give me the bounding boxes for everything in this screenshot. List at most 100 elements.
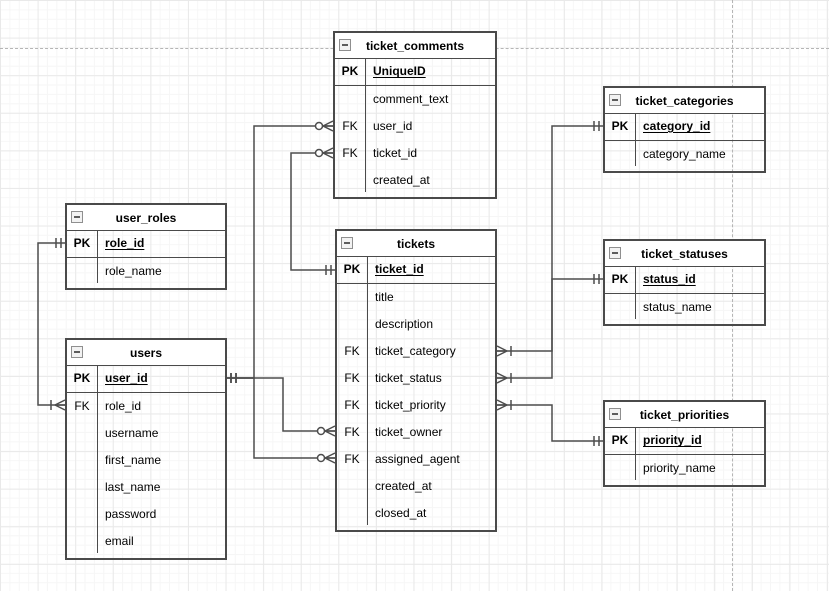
relationship-users.role_id-user_roles.role_id[interactable] — [37, 242, 65, 406]
key-badge — [67, 501, 97, 528]
relationship-users.user_id-ticket_comments.user_id[interactable] — [227, 125, 333, 379]
table-header[interactable]: user_roles — [67, 205, 225, 231]
field-row-role_name[interactable]: role_name — [67, 258, 225, 285]
field-name: ticket_owner — [375, 425, 443, 439]
field-name: description — [375, 317, 434, 331]
collapse-icon[interactable] — [71, 346, 83, 358]
table-header[interactable]: users — [67, 340, 225, 366]
field-row-created_at[interactable]: created_at — [337, 473, 495, 500]
table-title: ticket_categories — [635, 93, 734, 108]
field-row-password[interactable]: password — [67, 501, 225, 528]
relationship-users.user_id-tickets.ticket_owner[interactable] — [227, 377, 335, 432]
table-header[interactable]: tickets — [337, 231, 495, 257]
collapse-icon[interactable] — [609, 408, 621, 420]
key-badge: FK — [344, 371, 360, 385]
column-divider — [635, 114, 636, 166]
key-badge: PK — [611, 119, 629, 133]
column-divider — [97, 231, 98, 283]
field-row-ticket_owner[interactable]: FK ticket_owner — [337, 419, 495, 446]
field-row-category_name[interactable]: category_name — [605, 141, 764, 168]
relationship-users.user_id-tickets.assigned_agent[interactable] — [227, 377, 335, 459]
collapse-icon[interactable] — [341, 237, 353, 249]
table-header[interactable]: ticket_categories — [605, 88, 764, 114]
key-badge: FK — [342, 119, 358, 133]
collapse-icon[interactable] — [609, 94, 621, 106]
key-badge — [67, 420, 97, 447]
field-row-comment_text[interactable]: comment_text — [335, 86, 495, 113]
field-row-closed_at[interactable]: closed_at — [337, 500, 495, 527]
key-badge — [67, 474, 97, 501]
field-name: closed_at — [375, 506, 427, 520]
column-divider — [97, 366, 98, 553]
field-name: role_name — [105, 264, 162, 278]
field-row-username[interactable]: username — [67, 420, 225, 447]
table-header[interactable]: ticket_comments — [335, 33, 495, 59]
key-badge — [67, 528, 97, 555]
field-row-title[interactable]: title — [337, 284, 495, 311]
collapse-icon[interactable] — [609, 247, 621, 259]
field-row-email[interactable]: email — [67, 528, 225, 555]
table-header[interactable]: ticket_priorities — [605, 402, 764, 428]
field-name: status_name — [643, 300, 712, 314]
column-divider — [365, 59, 366, 192]
field-row-last_name[interactable]: last_name — [67, 474, 225, 501]
key-badge — [67, 447, 97, 474]
field-row-priority_name[interactable]: priority_name — [605, 455, 764, 482]
relationship-tickets.ticket_category-ticket_categories.category_id[interactable] — [497, 125, 603, 352]
field-row-ticket_priority[interactable]: FK ticket_priority — [337, 392, 495, 419]
relationship-tickets.ticket_priority-ticket_priorities.priority_id[interactable] — [497, 404, 603, 442]
key-badge: FK — [74, 399, 90, 413]
field-row-first_name[interactable]: first_name — [67, 447, 225, 474]
key-badge: PK — [611, 272, 629, 286]
table-header[interactable]: ticket_statuses — [605, 241, 764, 267]
field-name: category_id — [643, 119, 711, 133]
field-name: last_name — [105, 480, 161, 494]
relationship-tickets.ticket_id-ticket_comments.ticket_id[interactable] — [290, 152, 335, 271]
key-badge — [67, 258, 97, 285]
field-row-category_id[interactable]: PK category_id — [605, 114, 764, 141]
key-badge: PK — [341, 64, 359, 78]
key-badge: FK — [344, 425, 360, 439]
field-name: priority_name — [643, 461, 716, 475]
key-badge: FK — [344, 398, 360, 412]
field-name: user_id — [105, 371, 148, 385]
collapse-icon[interactable] — [339, 39, 351, 51]
key-badge — [605, 455, 635, 482]
field-name: username — [105, 426, 159, 440]
cardinality-zero-many-marker — [322, 120, 334, 132]
collapse-icon[interactable] — [71, 211, 83, 223]
field-row-user_id[interactable]: FK user_id — [335, 113, 495, 140]
field-row-description[interactable]: description — [337, 311, 495, 338]
key-badge — [337, 284, 367, 311]
field-name: ticket_priority — [375, 398, 446, 412]
cardinality-one-marker — [55, 238, 62, 248]
key-badge: PK — [343, 262, 361, 276]
field-row-status_name[interactable]: status_name — [605, 294, 764, 321]
field-name: user_id — [373, 119, 413, 133]
key-badge — [337, 311, 367, 338]
field-row-created_at[interactable]: created_at — [335, 167, 495, 194]
column-divider — [635, 267, 636, 319]
cardinality-one-many-marker — [496, 399, 512, 411]
relationship-tickets.ticket_status-ticket_statuses.status_id[interactable] — [497, 278, 603, 379]
cardinality-zero-many-marker — [322, 147, 334, 159]
